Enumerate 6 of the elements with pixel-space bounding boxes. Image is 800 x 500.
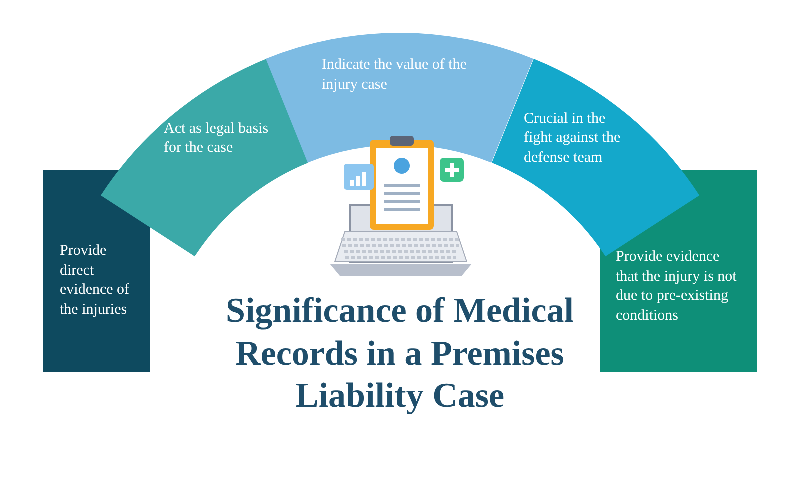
piece-text: Indicate the value of the injury case bbox=[322, 56, 468, 94]
piece-text: Crucial in the fight against the defense team bbox=[524, 110, 622, 168]
piece-text: Act as legal basis for the case bbox=[164, 120, 270, 158]
title: Significance of Medical Records in a Premises Liability Case bbox=[224, 290, 575, 418]
piece-text: Provide direct evidence of the injuries bbox=[60, 242, 131, 320]
piece-text: Provide evidence that the injury is not due to pre-existing conditions bbox=[616, 248, 738, 326]
